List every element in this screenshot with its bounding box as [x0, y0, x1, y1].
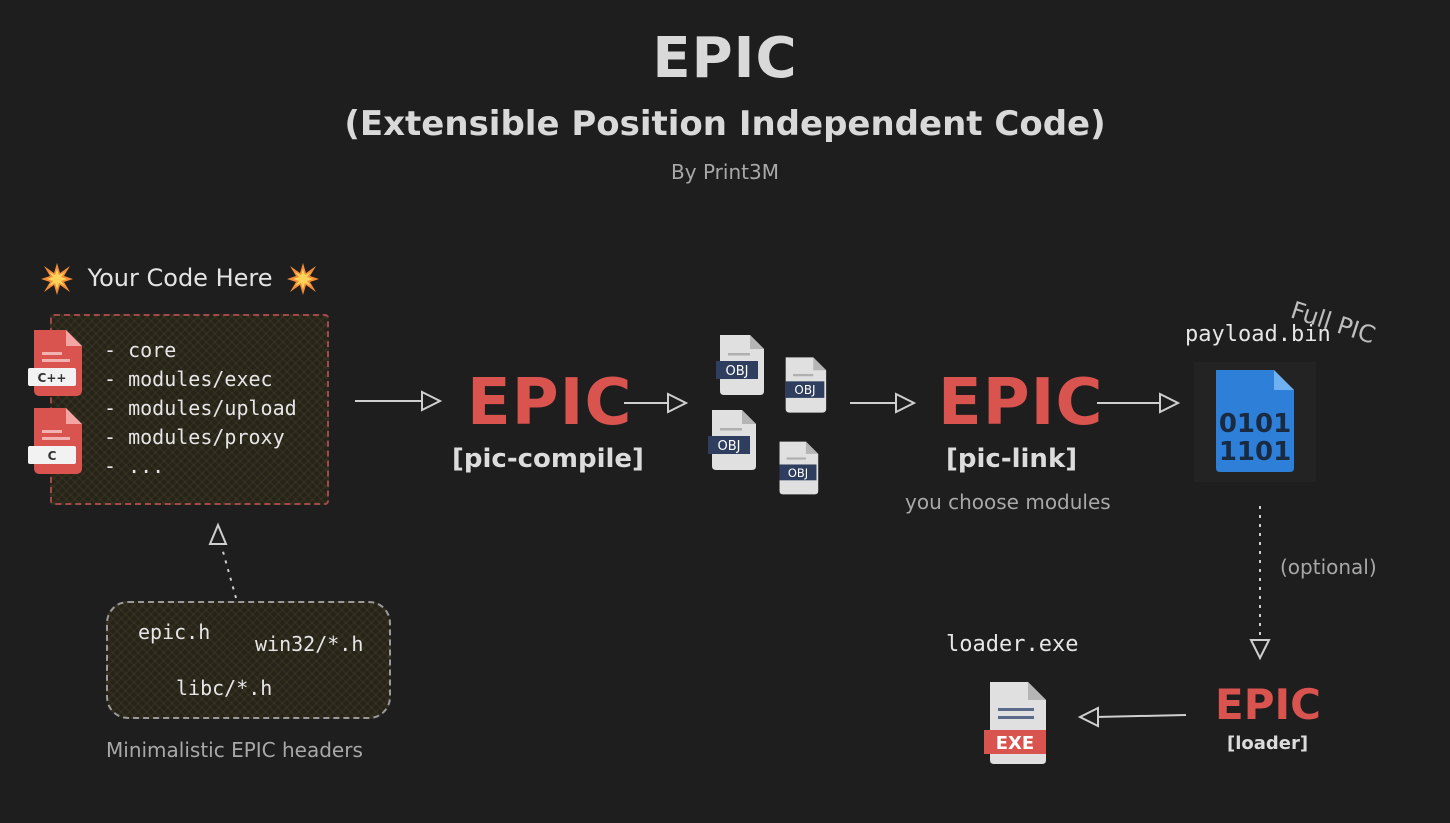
- binary-file-icon: 0101 1101: [1194, 362, 1316, 482]
- obj-file-icon: OBJ: [779, 441, 819, 495]
- loader-step-name: EPIC: [1215, 680, 1321, 729]
- arrow-compile-to-objects: [624, 392, 689, 414]
- c-file-label: C: [48, 449, 57, 463]
- obj-file-icon: OBJ: [708, 410, 756, 470]
- source-module-item: - core: [104, 338, 177, 362]
- headers-caption: Minimalistic EPIC headers: [106, 738, 363, 762]
- binary-icon-line-2: 1101: [1219, 437, 1291, 467]
- headers-box: [106, 601, 391, 719]
- cpp-file-icon: C++: [28, 330, 82, 396]
- compile-step-tag: [pic-compile]: [452, 444, 644, 474]
- exe-file-icon: EXE: [984, 682, 1046, 764]
- obj-file-label: OBJ: [726, 364, 749, 379]
- author-credit: By Print3M: [671, 160, 779, 184]
- arrow-link-to-payload: [1097, 392, 1181, 414]
- source-heading: Your Code Here: [40, 262, 320, 296]
- loader-step-tag: [loader]: [1227, 733, 1309, 754]
- loader-filename: loader.exe: [946, 632, 1079, 657]
- link-step-tag: [pic-link]: [946, 444, 1078, 474]
- source-module-item: - modules/exec: [104, 367, 273, 391]
- header-file-libc: libc/*.h: [176, 676, 273, 700]
- obj-file-icon: OBJ: [785, 357, 827, 413]
- obj-file-icon: OBJ: [716, 335, 764, 395]
- explosion-icon: [41, 263, 73, 295]
- source-code-box: [50, 314, 329, 505]
- source-heading-text: Your Code Here: [87, 264, 273, 292]
- source-module-item: - ...: [104, 454, 165, 478]
- header-file-epic: epic.h: [138, 620, 211, 644]
- obj-file-label: OBJ: [788, 466, 808, 480]
- optional-note: (optional): [1280, 555, 1377, 579]
- arrow-objects-to-link: [850, 392, 917, 414]
- explosion-icon: [287, 263, 320, 295]
- binary-icon-line-1: 0101: [1219, 409, 1291, 439]
- arrow-loader-to-exe: [1077, 706, 1187, 728]
- link-step-note: you choose modules: [905, 490, 1111, 514]
- source-module-item: - modules/upload: [104, 396, 297, 420]
- compile-step-name: EPIC: [467, 366, 633, 440]
- obj-file-label: OBJ: [794, 383, 815, 397]
- payload-filename: payload.bin: [1185, 322, 1331, 347]
- c-file-icon: C: [28, 408, 82, 474]
- source-module-list: - core - modules/exec - modules/upload -…: [104, 336, 297, 481]
- arrow-headers-to-source: [221, 547, 237, 599]
- page-title: EPIC: [652, 26, 798, 91]
- exe-file-label: EXE: [996, 733, 1034, 754]
- arrow-source-to-compile: [355, 390, 443, 412]
- link-step-name: EPIC: [938, 366, 1104, 440]
- header-file-win32: win32/*.h: [255, 632, 364, 656]
- source-module-item: - modules/proxy: [104, 425, 285, 449]
- page-subtitle: (Extensible Position Independent Code): [344, 104, 1106, 144]
- cpp-file-label: C++: [38, 371, 67, 385]
- obj-file-label: OBJ: [718, 439, 741, 454]
